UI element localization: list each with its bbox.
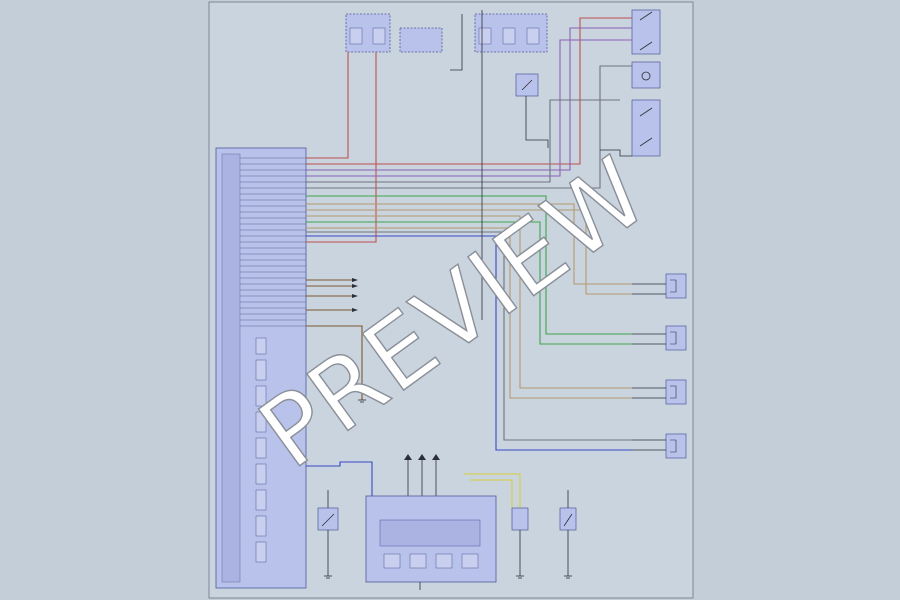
bottom-switch-contacts xyxy=(321,490,573,590)
instrument-cluster xyxy=(365,495,497,583)
fuse-box-left xyxy=(345,13,391,53)
sensor-coil-marks xyxy=(670,279,677,453)
harness-wires xyxy=(306,10,632,508)
top-switch-group xyxy=(515,9,661,157)
module-sub-blocks xyxy=(255,337,267,563)
module-pin-stubs xyxy=(240,157,306,327)
control-module-top xyxy=(399,27,443,53)
signal-arrows xyxy=(352,278,440,460)
main-control-module xyxy=(215,147,307,589)
cluster-indicators xyxy=(383,553,479,569)
switch-contacts xyxy=(521,11,653,147)
sensor-leads xyxy=(632,283,666,451)
signal-arrow-stems xyxy=(407,460,437,496)
fuse-box-right xyxy=(474,13,548,53)
ground-symbols xyxy=(324,399,572,579)
